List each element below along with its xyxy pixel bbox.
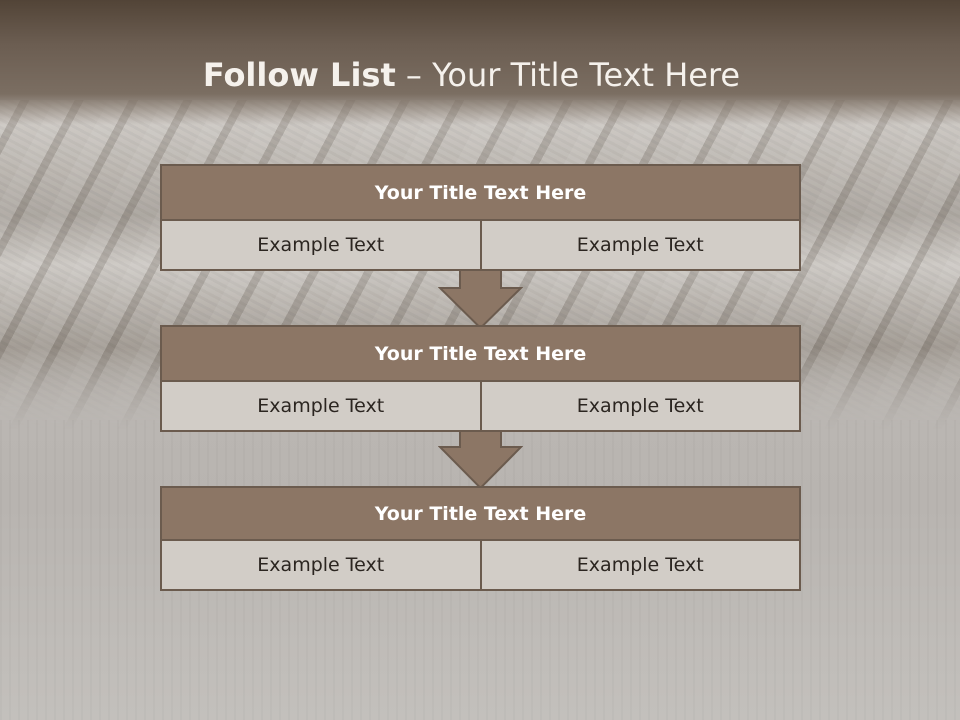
step-title: Your Title Text Here bbox=[160, 164, 801, 221]
step-title: Your Title Text Here bbox=[160, 486, 801, 541]
step-cell-left: Example Text bbox=[257, 554, 385, 576]
step-box-1: Your Title Text Here Example Text Exampl… bbox=[160, 164, 801, 271]
step-cell-right: Example Text bbox=[479, 541, 800, 589]
step-box-2: Your Title Text Here Example Text Exampl… bbox=[160, 325, 801, 432]
header-band bbox=[0, 0, 960, 125]
step-cell-left: Example Text bbox=[257, 234, 385, 256]
slide-title: Follow List – Your Title Text Here bbox=[0, 52, 943, 98]
step-cell-right: Example Text bbox=[479, 221, 800, 269]
slide-title-bold: Follow List bbox=[202, 56, 396, 94]
slide-title-rest: – Your Title Text Here bbox=[395, 56, 741, 94]
step-row: Example Text Example Text bbox=[160, 382, 801, 432]
step-cell-left: Example Text bbox=[257, 395, 385, 417]
step-title: Your Title Text Here bbox=[160, 325, 801, 382]
down-arrow-icon bbox=[438, 270, 523, 330]
step-row: Example Text Example Text bbox=[160, 541, 801, 591]
down-arrow-icon bbox=[438, 431, 523, 490]
step-cell-right: Example Text bbox=[479, 382, 800, 430]
step-box-3: Your Title Text Here Example Text Exampl… bbox=[160, 486, 801, 591]
step-row: Example Text Example Text bbox=[160, 221, 801, 271]
